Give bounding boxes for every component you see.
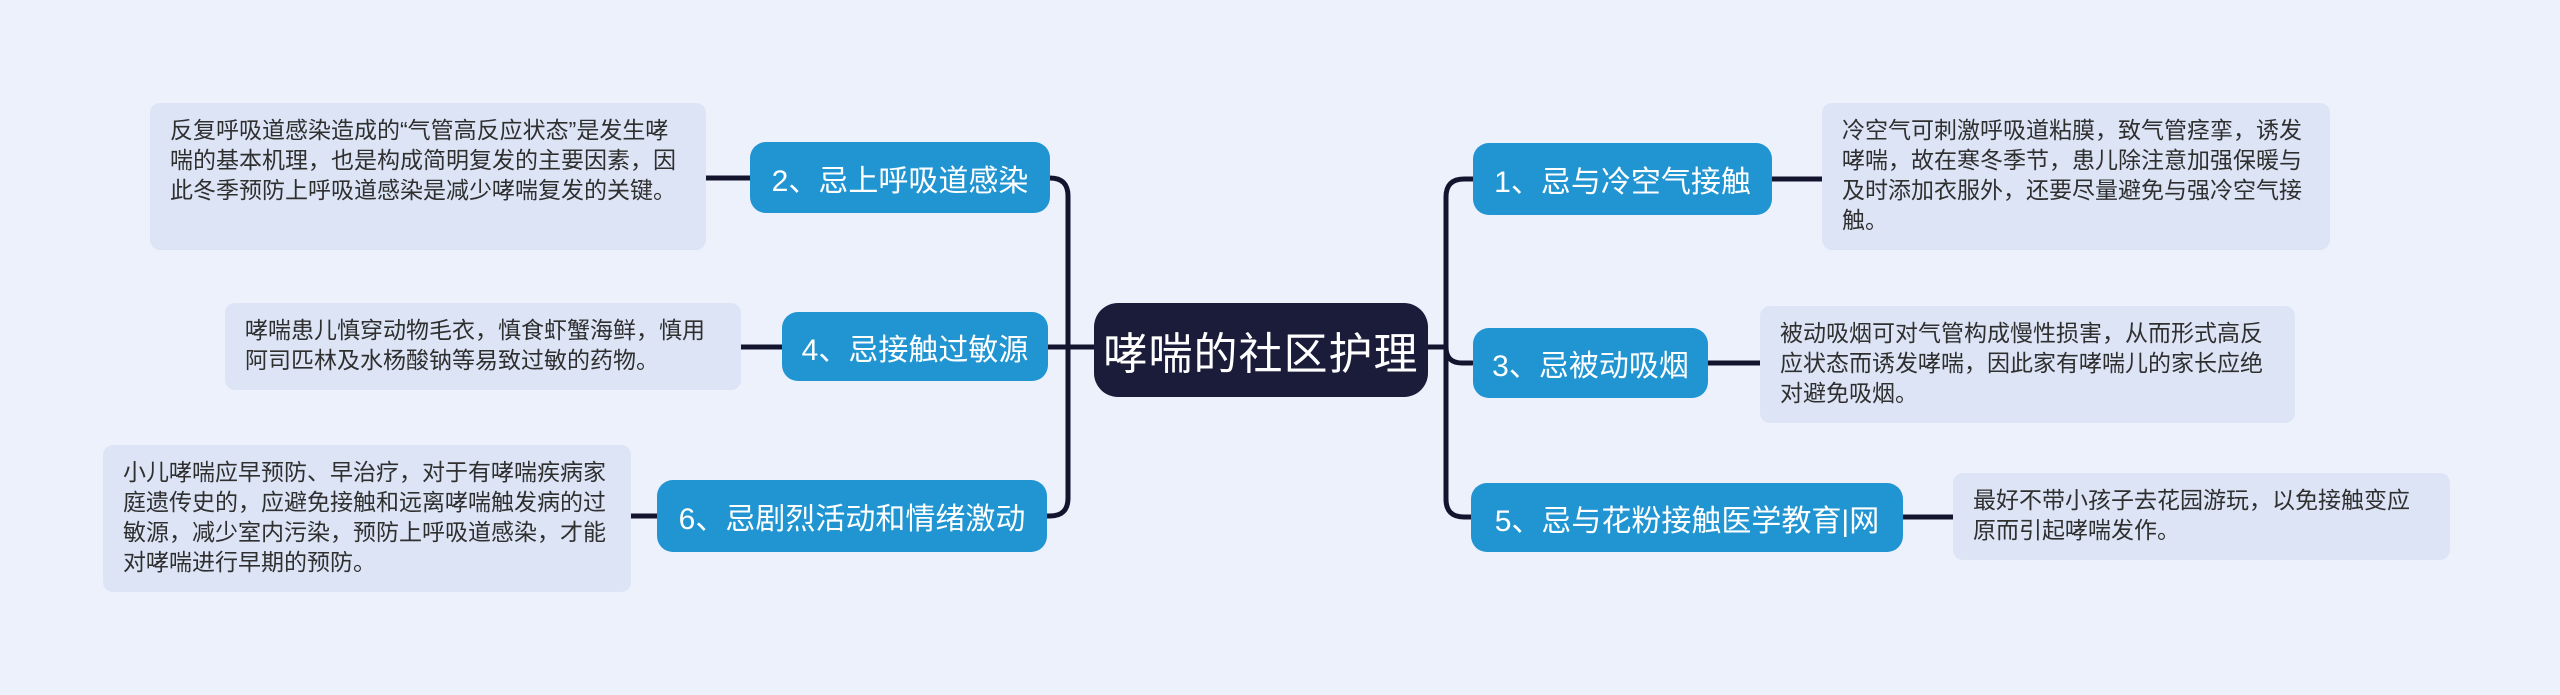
- branch-node-6[interactable]: 6、忌剧烈活动和情绪激动: [657, 480, 1047, 552]
- branch-node-2[interactable]: 2、忌上呼吸道感染: [750, 142, 1050, 213]
- note-cold-air: 冷空气可刺激呼吸道粘膜，致气管痉挛，诱发哮喘，故在寒冬季节，患儿除注意加强保暖与…: [1822, 103, 2330, 250]
- note-passive-smoking: 被动吸烟可对气管构成慢性损害，从而形式高反应状态而诱发哮喘，因此家有哮喘儿的家长…: [1760, 306, 2295, 423]
- connector-trunk-to-node3: [1443, 344, 1475, 366]
- central-topic[interactable]: 哮喘的社区护理: [1094, 303, 1428, 397]
- branch-node-4[interactable]: 4、忌接触过敏源: [782, 312, 1048, 381]
- branch-node-1[interactable]: 1、忌与冷空气接触: [1473, 143, 1772, 215]
- connector-trunk-to-node5: [1443, 344, 1474, 520]
- branch-node-3[interactable]: 3、忌被动吸烟: [1473, 328, 1708, 398]
- connector-trunk-to-node2: [1046, 175, 1071, 350]
- branch-node-5[interactable]: 5、忌与花粉接触医学教育|网: [1471, 483, 1903, 552]
- note-allergen-contact: 哮喘患儿慎穿动物毛衣，慎食虾蟹海鲜，慎用阿司匹林及水杨酸钠等易致过敏的药物。: [225, 303, 741, 390]
- note-upper-respiratory-infection: 反复呼吸道感染造成的“气管高反应状态”是发生哮喘的基本机理，也是构成简明复发的主…: [150, 103, 706, 250]
- connector-trunk-to-node1: [1443, 176, 1476, 350]
- note-pollen-contact: 最好不带小孩子去花园游玩，以免接触变应原而引起哮喘发作。: [1953, 473, 2450, 560]
- note-strenuous-activity: 小儿哮喘应早预防、早治疗，对于有哮喘疾病家庭遗传史的，应避免接触和远离哮喘触发病…: [103, 445, 631, 592]
- connector-trunk-to-node6: [1044, 344, 1071, 519]
